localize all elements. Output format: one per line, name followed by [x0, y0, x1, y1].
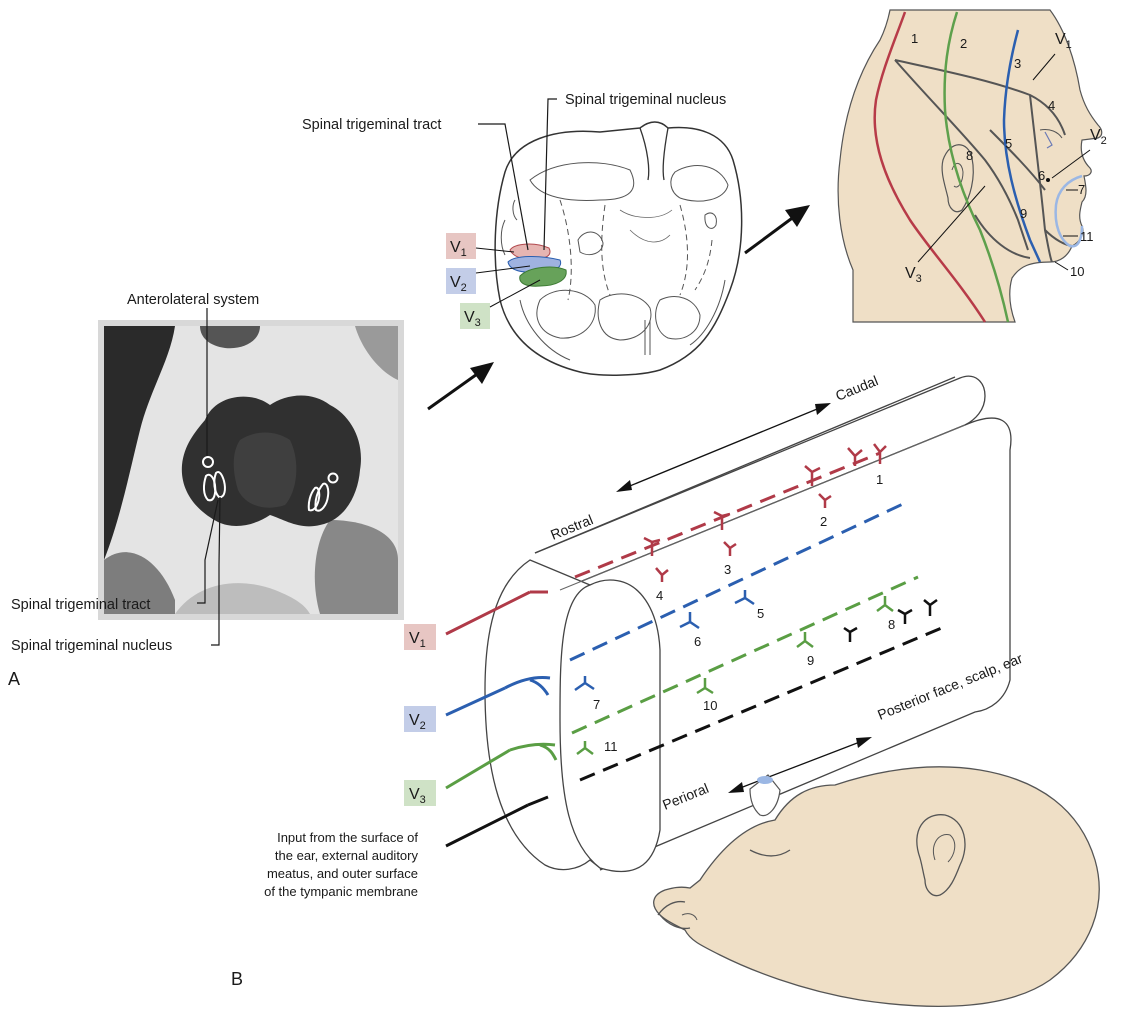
section-nucleus-label: Spinal trigeminal nucleus [565, 92, 726, 108]
section-v1-sub: 1 [461, 247, 467, 259]
arrow-to-section [428, 362, 494, 409]
ear-input-line-2: the ear, external auditory [275, 848, 419, 863]
cyl-zone-9: 9 [807, 653, 814, 668]
cyl-zone-10: 10 [703, 698, 717, 713]
cyl-zone-1: 1 [876, 472, 883, 487]
cyl-zone-7: 7 [593, 697, 600, 712]
face-illustration [838, 10, 1102, 322]
face-zone-5: 5 [1005, 136, 1012, 151]
caudal-label: Caudal [833, 372, 880, 403]
cyl-zone-2: 2 [820, 514, 827, 529]
face-zone-2: 2 [960, 36, 967, 51]
face-zone-7: 7 [1078, 182, 1085, 197]
ear-input-line-3: meatus, and outer surface [267, 866, 418, 881]
face-zone-9: 9 [1020, 206, 1027, 221]
section-tract-label: Spinal trigeminal tract [302, 117, 441, 133]
cyl-zone-11: 11 [604, 739, 618, 754]
input-v1-sub: 1 [420, 638, 426, 650]
cyl-zone-3: 3 [724, 562, 731, 577]
ear-input-line-4: of the tympanic membrane [264, 884, 418, 899]
mri-nucleus-label: Spinal trigeminal nucleus [11, 638, 172, 654]
face-zone-8: 8 [966, 148, 973, 163]
cyl-zone-4: 4 [656, 588, 663, 603]
mri-image [98, 320, 404, 620]
input-v3-letter: V [409, 786, 420, 803]
input-v3-sub: 3 [420, 794, 426, 806]
mri-tract-label: Spinal trigeminal tract [11, 597, 150, 613]
arrow-to-face [745, 205, 810, 253]
face-v2-label: V2 [1090, 127, 1107, 147]
section-v2-letter: V [450, 274, 461, 291]
input-v1-letter: V [409, 630, 420, 647]
section-v2-sub: 2 [461, 282, 467, 294]
anterolateral-system-label: Anterolateral system [127, 292, 259, 308]
section-v3-sub: 3 [475, 317, 481, 329]
face-zone-4: 4 [1048, 98, 1055, 113]
face-zone-1: 1 [911, 31, 918, 46]
face-zone-6: 6 [1038, 168, 1045, 183]
panel-label-b: B [231, 969, 243, 989]
face-zone-3: 3 [1014, 56, 1021, 71]
medulla-section [495, 122, 742, 375]
input-v2-letter: V [409, 712, 420, 729]
panel-label-a: A [8, 669, 20, 689]
section-v3-letter: V [464, 309, 475, 326]
cyl-zone-5: 5 [757, 606, 764, 621]
ear-input-line-1: Input from the surface of [277, 830, 418, 845]
cyl-zone-6: 6 [694, 634, 701, 649]
section-v1-letter: V [450, 239, 461, 256]
input-v2-sub: 2 [420, 720, 426, 732]
cyl-zone-8: 8 [888, 617, 895, 632]
face-zone-11: 11 [1080, 229, 1094, 244]
face-zone-10: 10 [1070, 264, 1084, 279]
